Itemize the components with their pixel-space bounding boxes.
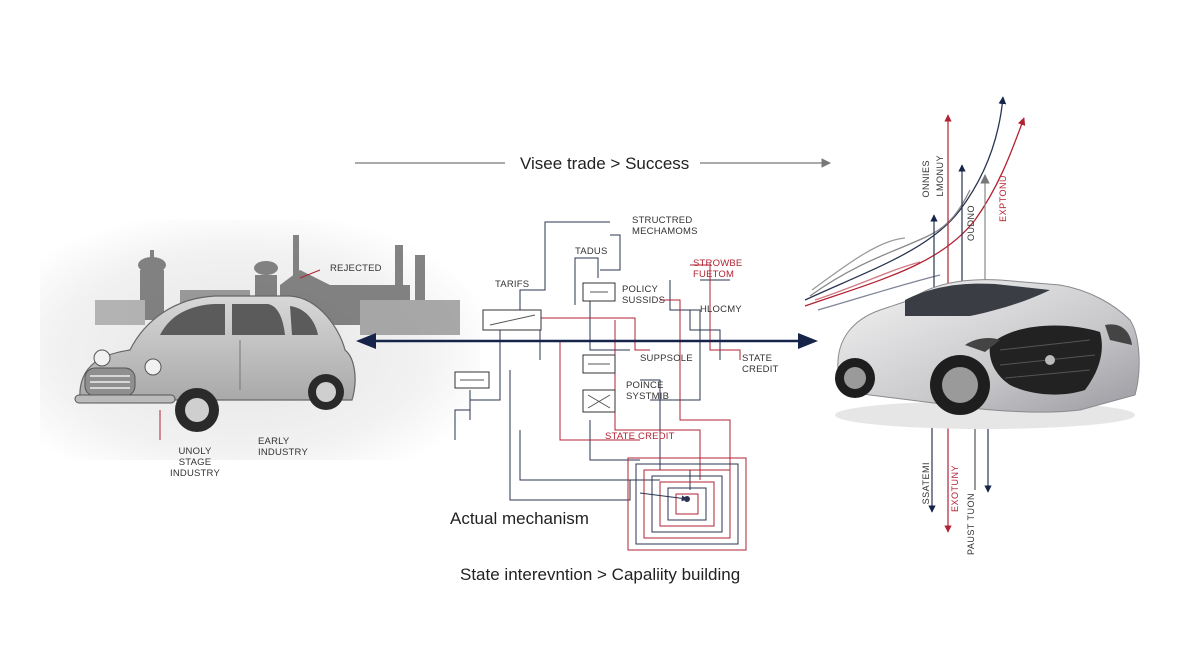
rejected-label: REJECTED [330,263,382,274]
early-industry-label: EARLY INDUSTRY [258,436,308,458]
main-arrow [356,333,818,349]
vertical-arrows [928,114,992,533]
state-credit-right-label: STATE CREDIT [742,353,779,375]
mechanism-label: Actual mechanism [450,509,589,528]
vert-label-onnies: ONNIES [921,160,931,198]
rejected-pointer [299,269,321,279]
stage-label: UNOLY STAGE INDUSTRY [170,446,220,479]
structured-label: STRUCTRED MECHAMOMS [632,215,698,237]
mechanism-boxes [454,282,616,413]
poince-label: POINCE SYSTMIB [626,380,670,402]
tadus-label: TADUS [575,246,608,257]
policy-label: POLICY SUSSIDS [622,284,666,306]
vintage-car [74,295,356,432]
bottom-caption: State interevntion > Capaliity building [460,565,741,584]
suppsole-label: SUPPSOLE [640,353,693,364]
growth-curves [804,96,1026,311]
tarifs-label: TARIFS [495,279,530,290]
capability-spiral [627,457,747,551]
vert-label-paust: PAUST TUON [966,493,976,556]
modern-car [835,279,1140,429]
vert-label-ssatemi: SSATEMI [921,462,931,505]
strowbe-label: STROWBE FUETOM [693,258,743,280]
vert-label-exptonu: EXPTONU [998,175,1008,222]
vert-label-oudno: OUDNO [966,205,976,241]
hlocmy-label: HLOCMY [700,304,742,315]
state-credit-red-label: STATE CREDIT [605,431,675,442]
vert-label-exotuny: EXOTUNY [950,465,960,513]
top-flow-label: Visee trade > Success [520,154,690,173]
vert-label-lmonuy: LMONUY [935,155,945,197]
